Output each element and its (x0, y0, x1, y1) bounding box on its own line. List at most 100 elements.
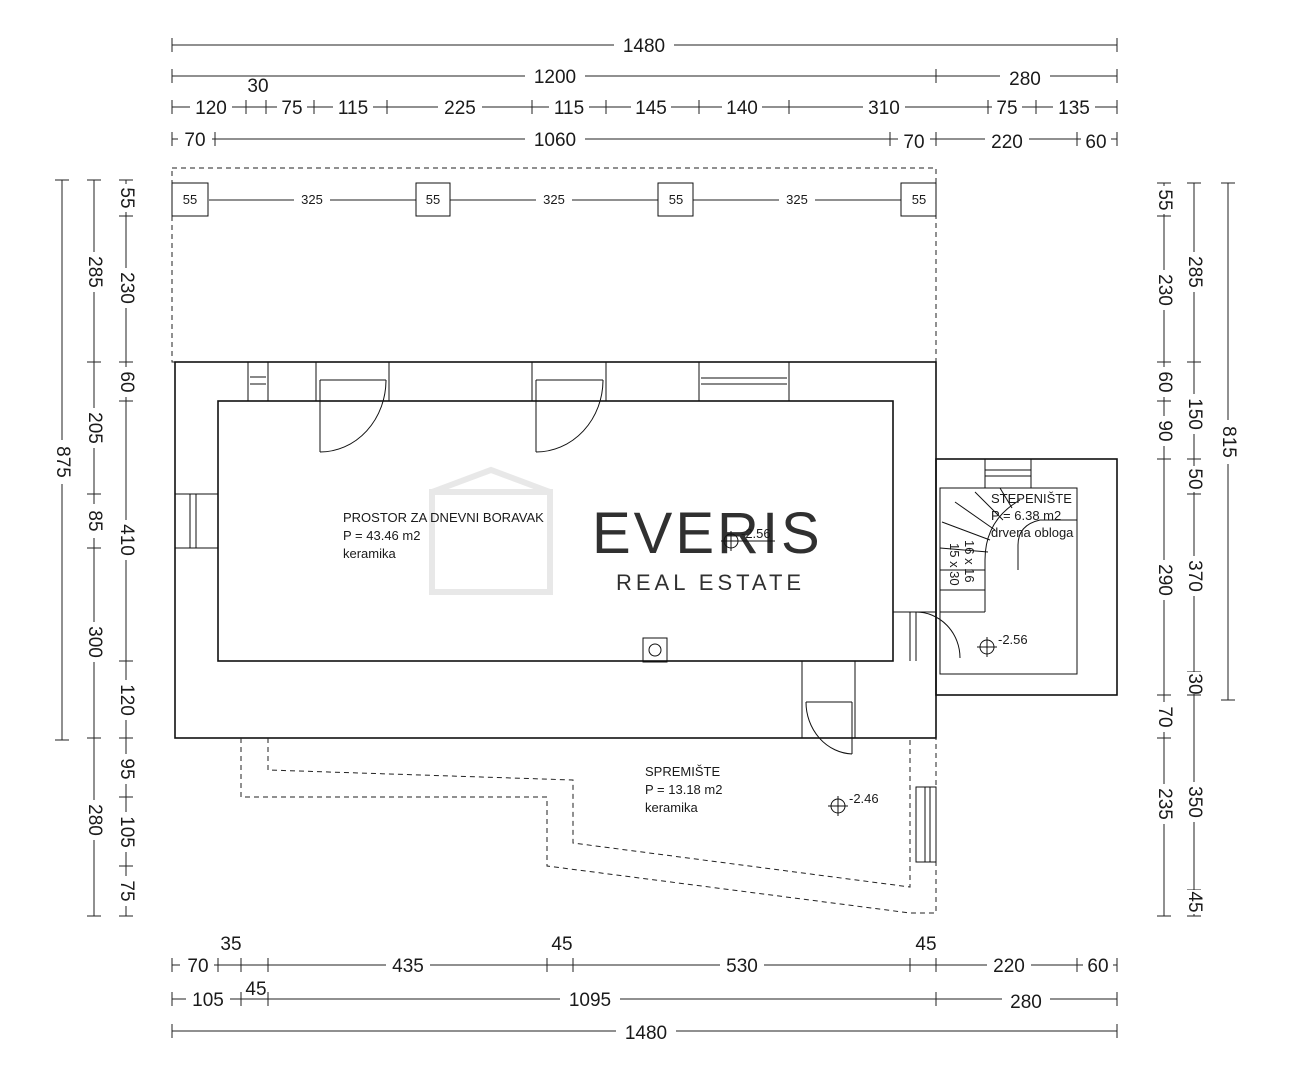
column (900, 182, 937, 217)
pergola: 55 325 55 325 55 325 55 (171, 167, 937, 363)
dim-top-115: 115 (338, 98, 368, 119)
dim-right-290: 290 (1154, 564, 1175, 596)
dim-left-120: 120 (116, 684, 137, 716)
dim-bottom-45: 45 (551, 934, 572, 955)
stair-step-16x16: 16 x 16 (962, 540, 977, 583)
dim-left-280: 280 (84, 804, 105, 836)
column (171, 182, 209, 217)
dim-right-815: 815 (1218, 426, 1239, 458)
col-gap-325: 325 (301, 192, 323, 207)
dim-left-95: 95 (116, 758, 137, 779)
dim-top-30: 30 (247, 76, 268, 97)
col-label-55d: 55 (912, 192, 926, 207)
dim-top-75b: 75 (996, 98, 1017, 119)
col-label-55b: 55 (426, 192, 440, 207)
dim-top-overall: 1480 (623, 36, 665, 57)
watermark-brand: EVERIS (592, 501, 823, 566)
dim-top-135: 135 (1058, 98, 1090, 119)
col-gap-325c: 325 (786, 192, 808, 207)
dim-top-140: 140 (726, 98, 758, 119)
column (657, 182, 694, 217)
room-storage-name: SPREMIŠTE (645, 764, 720, 779)
dim-left-55: 55 (116, 187, 137, 208)
dim-top-145: 145 (635, 98, 667, 119)
staircase (935, 458, 1118, 696)
room-living-name: PROSTOR ZA DNEVNI BORAVAK (343, 510, 544, 525)
dim-right-150: 150 (1184, 398, 1205, 430)
dim-bottom-280: 280 (1010, 992, 1042, 1013)
level-living: -2.56 (741, 526, 771, 541)
watermark: EVERIS REAL ESTATE (429, 466, 823, 595)
room-storage-floor: keramika (645, 800, 699, 815)
dim-bottom-220: 220 (993, 956, 1025, 977)
dim-left-875: 875 (52, 446, 73, 478)
dim-bottom-105: 105 (192, 990, 224, 1011)
dim-top-225: 225 (444, 98, 476, 119)
dim-right-55: 55 (1154, 189, 1175, 210)
dim-bottom-60: 60 (1087, 956, 1108, 977)
dim-top-280: 280 (1009, 69, 1041, 90)
dim-right-370: 370 (1184, 560, 1205, 592)
dim-top-75: 75 (281, 98, 302, 119)
dim-top-70: 70 (184, 130, 205, 151)
bottom-dimensions: 70 35 435 45 530 45 220 60 105 45 1095 2… (171, 934, 1118, 1044)
dim-right-230: 230 (1154, 274, 1175, 306)
dim-left-75: 75 (116, 880, 137, 901)
dim-bottom-35: 35 (220, 934, 241, 955)
room-living-floor: keramika (343, 546, 397, 561)
level-marker-living (721, 531, 775, 551)
dim-right-70: 70 (1154, 706, 1175, 727)
dim-bottom-1095: 1095 (569, 990, 611, 1011)
room-living: PROSTOR ZA DNEVNI BORAVAK P = 43.46 m2 k… (343, 510, 771, 561)
dim-left-105: 105 (116, 816, 137, 848)
right-dimensions: 55 230 60 90 290 70 235 285 150 50 370 3… (1152, 182, 1240, 917)
room-stairs-floor: drvena obloga (991, 525, 1074, 540)
dim-top-115b: 115 (554, 98, 584, 119)
dim-right-90: 90 (1154, 420, 1175, 441)
dim-right-30: 30 (1184, 673, 1205, 694)
dim-top-70b: 70 (903, 132, 924, 153)
dim-right-285: 285 (1184, 256, 1205, 288)
storage-area (240, 738, 937, 914)
room-stairs: STEPENIŠTE P = 6.38 m2 drvena obloga 16 … (947, 491, 1074, 647)
stair-step-15x30: 15 x 30 (947, 543, 962, 586)
left-dimensions: 875 285 205 85 300 280 55 230 60 (50, 179, 138, 917)
dim-top-310: 310 (868, 98, 900, 119)
dim-left-285: 285 (84, 256, 105, 288)
dim-bottom-45c: 45 (245, 979, 266, 1000)
dim-bottom-70: 70 (187, 956, 208, 977)
dim-top-220: 220 (991, 132, 1023, 153)
dim-bottom-435: 435 (392, 956, 424, 977)
col-label-55: 55 (183, 192, 197, 207)
room-stairs-area: P = 6.38 m2 (991, 508, 1061, 523)
dim-left-205: 205 (84, 412, 105, 444)
watermark-roof-icon (430, 466, 552, 495)
dim-left-410: 410 (116, 524, 137, 556)
watermark-logo-icon (429, 489, 553, 595)
dim-right-60: 60 (1154, 371, 1175, 392)
room-living-area: P = 43.46 m2 (343, 528, 420, 543)
room-stairs-name: STEPENIŠTE (991, 491, 1072, 506)
dim-bottom-45b: 45 (915, 934, 936, 955)
dim-right-45: 45 (1184, 891, 1205, 912)
dim-left-85: 85 (84, 510, 105, 531)
dim-top-60: 60 (1085, 132, 1106, 153)
dim-right-235: 235 (1154, 788, 1175, 820)
dim-right-50: 50 (1184, 468, 1205, 489)
dim-left-230: 230 (116, 272, 137, 304)
col-gap-325b: 325 (543, 192, 565, 207)
dim-left-300: 300 (84, 626, 105, 658)
top-dimensions: 1480 1200 280 120 30 75 115 225 115 145 … (171, 33, 1118, 153)
col-label-55c: 55 (669, 192, 683, 207)
dim-bottom-overall: 1480 (625, 1023, 667, 1044)
level-storage: -2.46 (849, 791, 879, 806)
level-stairs: -2.56 (998, 632, 1028, 647)
dim-top-1200: 1200 (534, 67, 576, 88)
dim-top-120: 120 (195, 98, 227, 119)
building-walls (174, 361, 961, 755)
dim-bottom-530: 530 (726, 956, 758, 977)
dim-top-1060: 1060 (534, 130, 576, 151)
room-storage: SPREMIŠTE P = 13.18 m2 keramika -2.46 (645, 764, 879, 815)
column (415, 182, 451, 217)
